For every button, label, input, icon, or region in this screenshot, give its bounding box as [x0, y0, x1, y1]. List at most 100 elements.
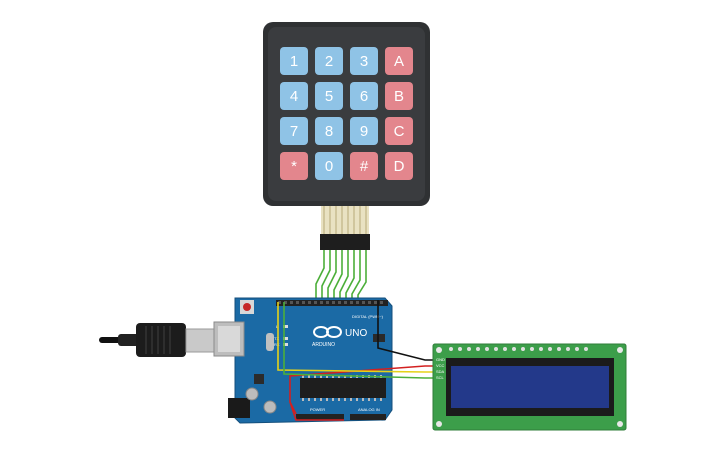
key-cap[interactable]	[350, 47, 378, 75]
digital-pin[interactable]	[362, 301, 365, 304]
keypad-ribbon	[321, 206, 369, 234]
lcd-header-pin	[449, 347, 453, 351]
digital-pin[interactable]	[356, 301, 359, 304]
arduino-uno-board[interactable]: DIGITAL (PWM~) L TX RX ARDUINO UNO POWER…	[213, 297, 393, 424]
key-label: 3	[360, 53, 368, 70]
lcd-header-pin	[521, 347, 525, 351]
lcd-pin-label-gnd: GND	[436, 357, 445, 362]
key-cap[interactable]	[315, 117, 343, 145]
key-cap[interactable]	[385, 47, 413, 75]
mcu-pin	[302, 375, 304, 378]
digital-pin[interactable]	[350, 301, 353, 304]
digital-pin[interactable]	[314, 301, 317, 304]
key-A[interactable]: A	[385, 47, 413, 75]
mcu-pin	[314, 398, 316, 401]
key-4[interactable]: 4	[280, 82, 308, 110]
mcu-pin	[344, 398, 346, 401]
key-2[interactable]: 2	[315, 47, 343, 75]
analog-header	[350, 414, 386, 420]
mcu-pin	[320, 375, 322, 378]
lcd-header-pin	[485, 347, 489, 351]
key-7[interactable]: 7	[280, 117, 308, 145]
wire-green	[315, 250, 325, 302]
digital-pin[interactable]	[380, 301, 383, 304]
mcu-pin	[356, 398, 358, 401]
digital-pin[interactable]	[326, 301, 329, 304]
key-1[interactable]: 1	[280, 47, 308, 75]
digital-pin[interactable]	[338, 301, 341, 304]
digital-pin[interactable]	[302, 301, 305, 304]
mcu-pin	[314, 375, 316, 378]
lcd-header-pin	[503, 347, 507, 351]
key-cap[interactable]	[385, 117, 413, 145]
wire-yellow	[277, 302, 436, 373]
key-cap[interactable]	[350, 117, 378, 145]
lcd-header-pin	[494, 347, 498, 351]
key-label: 4	[290, 88, 298, 105]
digital-pin[interactable]	[290, 301, 293, 304]
key-label: #	[360, 158, 369, 175]
digital-pin[interactable]	[332, 301, 335, 304]
icsp-header	[373, 334, 385, 342]
keypad-connector	[320, 234, 370, 250]
key-cap[interactable]	[280, 117, 308, 145]
reset-button-cap[interactable]	[243, 303, 251, 311]
lcd-header-pin	[530, 347, 534, 351]
digital-pins[interactable]	[278, 301, 383, 304]
key-cap[interactable]	[350, 82, 378, 110]
key-cap[interactable]	[385, 152, 413, 180]
key-*[interactable]: *	[280, 152, 308, 180]
key-cap[interactable]	[315, 47, 343, 75]
mount-hole	[617, 347, 623, 353]
usb-grip-lines	[145, 326, 171, 354]
power-label: POWER	[310, 407, 325, 412]
mcu-pin	[338, 375, 340, 378]
mount-hole	[617, 421, 623, 427]
capacitor	[263, 400, 277, 414]
key-#[interactable]: #	[350, 152, 378, 180]
digital-pin[interactable]	[320, 301, 323, 304]
key-D[interactable]: D	[385, 152, 413, 180]
key-cap[interactable]	[280, 47, 308, 75]
key-9[interactable]: 9	[350, 117, 378, 145]
key-cap[interactable]	[280, 82, 308, 110]
mount-hole	[436, 347, 442, 353]
crystal	[266, 333, 274, 351]
digital-pin[interactable]	[278, 301, 281, 304]
usb-chip	[254, 374, 264, 384]
usb-cable[interactable]	[99, 323, 215, 357]
key-8[interactable]: 8	[315, 117, 343, 145]
digital-pin[interactable]	[344, 301, 347, 304]
key-C[interactable]: C	[385, 117, 413, 145]
mcu-pin	[308, 375, 310, 378]
key-cap[interactable]	[315, 82, 343, 110]
wire-green	[283, 302, 436, 379]
lcd-header-pin	[575, 347, 579, 351]
wire-red-loop	[289, 401, 344, 421]
digital-pin[interactable]	[368, 301, 371, 304]
lcd-header-pin	[512, 347, 516, 351]
key-0[interactable]: 0	[315, 152, 343, 180]
lcd-header-pin	[476, 347, 480, 351]
digital-pin[interactable]	[308, 301, 311, 304]
key-5[interactable]: 5	[315, 82, 343, 110]
key-label: 9	[360, 123, 368, 140]
key-cap[interactable]	[315, 152, 343, 180]
mcu-pin	[362, 398, 364, 401]
arduino-logo	[313, 326, 342, 338]
digital-pin[interactable]	[374, 301, 377, 304]
key-cap[interactable]	[350, 152, 378, 180]
digital-pin[interactable]	[284, 301, 287, 304]
wire-green	[327, 250, 337, 302]
key-cap[interactable]	[385, 82, 413, 110]
digital-pin[interactable]	[296, 301, 299, 304]
ribbon-traces	[323, 206, 367, 234]
wire-black	[377, 300, 436, 361]
key-6[interactable]: 6	[350, 82, 378, 110]
key-cap[interactable]	[280, 152, 308, 180]
key-B[interactable]: B	[385, 82, 413, 110]
key-3[interactable]: 3	[350, 47, 378, 75]
